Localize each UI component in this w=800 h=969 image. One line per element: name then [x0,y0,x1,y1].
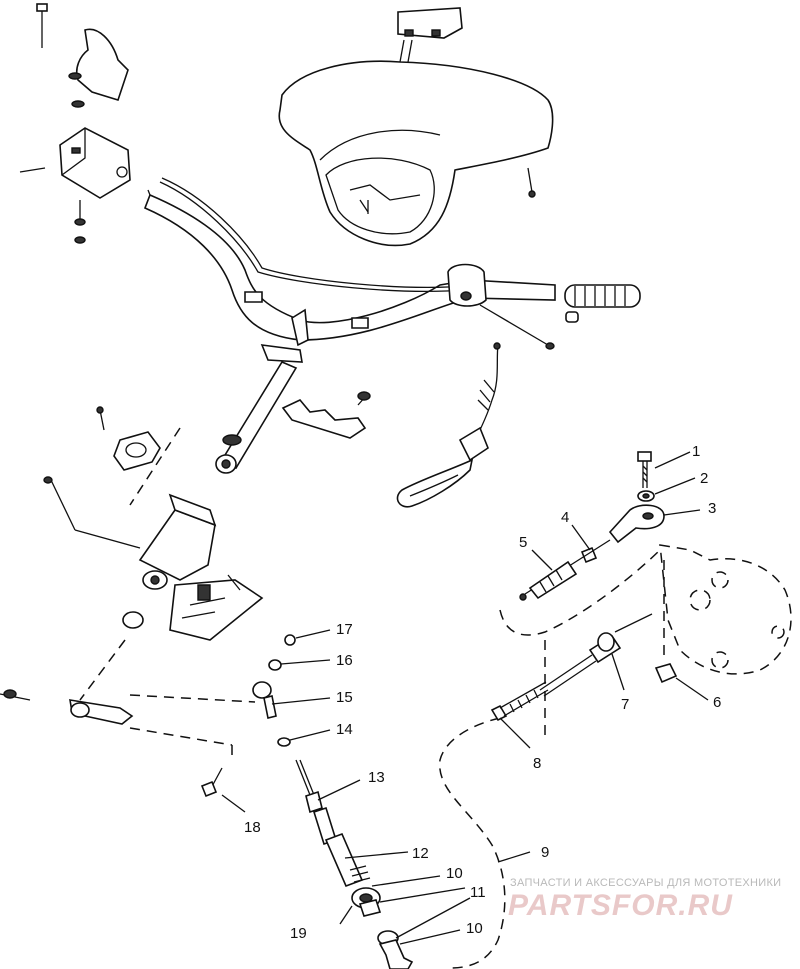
bolt-18 [200,767,223,798]
callout-labels: 1 2 3 4 5 6 7 8 9 10 11 10 12 13 14 15 1… [244,443,721,942]
link-rod-5 [519,539,611,601]
hood-screw [527,167,536,198]
callout-18: 18 [244,819,261,836]
leader-bolt [49,477,76,531]
callout-12: 12 [412,845,429,862]
throttle-bracket [68,28,129,108]
washer-16 [268,659,282,671]
housing-screws [19,167,86,244]
hood-panel [278,60,554,247]
callout-5: 5 [519,534,527,551]
callout-19: 19 [290,925,307,942]
dash-bracket [281,391,371,439]
callout-8: 8 [533,755,541,772]
guide-line-c [129,694,256,703]
callout-13: 13 [368,769,385,786]
small-nut [43,476,53,484]
callout-16: 16 [336,652,353,669]
callout-15: 15 [336,689,353,706]
ball-joint-15 [252,681,277,719]
callout-2: 2 [700,470,708,487]
guide-line-d [129,727,233,746]
cable-lower-end [377,930,414,969]
guide-line-a [129,427,181,506]
callout-11: 11 [470,884,486,901]
throttle-cable-assembly [295,759,382,917]
callout-6: 6 [713,694,721,711]
rod-end-3 [608,504,665,544]
link-route [499,547,663,636]
leader-bolt-2 [74,529,141,549]
callout-10a: 10 [446,865,463,882]
threaded-adjuster-8 [490,681,549,722]
gauge-module [397,7,463,63]
steering-arm [0,689,134,725]
bearing-flange [96,406,161,471]
hand-grip [564,284,641,323]
callout-4: 4 [561,509,569,526]
guide-line-b [79,639,126,701]
callout-17: 17 [336,621,353,638]
cable-route [439,717,506,969]
watermark-logo: PARTSFOR.RU [508,889,733,922]
leader-lines [221,451,709,945]
tether-switch [396,342,501,508]
nut-6 [654,663,678,684]
handlebar [143,177,556,347]
steering-support-bracket [138,493,264,641]
throttle-bolt [36,3,48,48]
watermark: ЗАПЧАСТИ И АКСЕССУАРЫ ДЛЯ МОТОТЕХНИКИ PA… [508,877,781,922]
bushing [122,611,144,629]
callout-3: 3 [708,500,716,517]
cable-end-17 [284,634,296,646]
throttle-housing [59,127,131,199]
right-control-housing [447,263,555,350]
callout-10b: 10 [466,920,483,937]
washer-2 [637,490,655,502]
shift-housing-ghost [659,544,792,675]
callout-14: 14 [336,721,353,738]
callout-7: 7 [621,696,629,713]
steering-post [215,344,303,474]
watermark-tagline: ЗАПЧАСТИ И АКСЕССУАРЫ ДЛЯ МОТОТЕХНИКИ [510,877,781,889]
washer-14 [277,737,291,747]
callout-9: 9 [541,844,549,861]
bolt-1 [637,451,652,488]
callout-1: 1 [692,443,700,460]
cable-adjuster-7 [539,613,653,697]
